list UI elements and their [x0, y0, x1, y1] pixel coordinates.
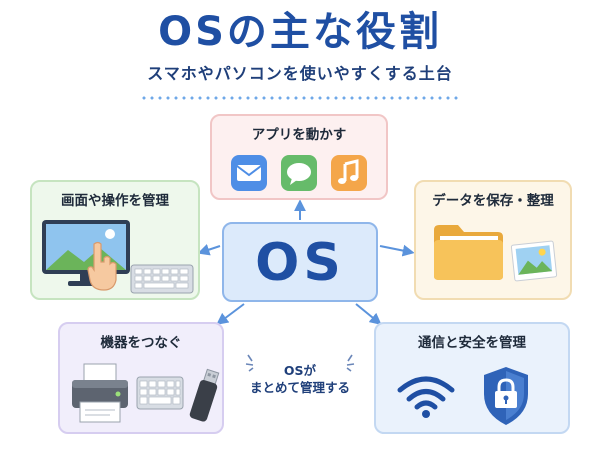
- shield-lock-icon: [484, 367, 528, 425]
- role-label-data: データを保存・整理: [432, 193, 554, 209]
- dotted-divider: [140, 96, 460, 100]
- arrow-to-screen: [197, 244, 221, 256]
- keyboard-icon: [130, 264, 194, 294]
- keyboard-icon: [136, 376, 184, 410]
- music-icon: [331, 155, 367, 191]
- photo-icon: [510, 240, 558, 282]
- role-card-devices: 機器をつなぐ: [58, 322, 224, 434]
- page-title: OSの主な役割: [158, 9, 442, 55]
- role-card-screen: 画面や操作を管理: [30, 180, 200, 300]
- mail-icon: [231, 155, 267, 191]
- role-card-data: データを保存・整理: [414, 180, 572, 300]
- arrow-to-data: [379, 244, 415, 257]
- os-manages-caption: OSが まとめて管理する: [238, 362, 362, 396]
- message-icon: [281, 155, 317, 191]
- hand-pointer-icon: [87, 241, 117, 291]
- role-card-security: 通信と安全を管理: [374, 322, 570, 434]
- arrow-to-devices: [216, 303, 245, 325]
- sparkle-left-icon: [245, 354, 254, 372]
- folder-icon: [434, 225, 503, 280]
- os-center-box: OS: [222, 222, 378, 302]
- usb-drive-icon: [189, 368, 220, 422]
- wifi-icon: [397, 376, 455, 418]
- page-subtitle: スマホやパソコンを使いやすくする土台: [147, 64, 453, 83]
- role-label-screen: 画面や操作を管理: [61, 193, 169, 209]
- caption-line-1: OSが: [283, 363, 317, 378]
- caption-line-2: まとめて管理する: [249, 380, 350, 395]
- role-card-apps: アプリを動かす: [210, 114, 388, 200]
- role-label-devices: 機器をつなぐ: [100, 335, 182, 351]
- os-label: OS: [255, 233, 345, 293]
- role-label-security: 通信と安全を管理: [418, 335, 526, 351]
- role-label-apps: アプリを動かす: [251, 127, 347, 143]
- printer-icon: [72, 363, 128, 423]
- sparkle-right-icon: [346, 354, 355, 372]
- arrow-to-security: [355, 303, 382, 326]
